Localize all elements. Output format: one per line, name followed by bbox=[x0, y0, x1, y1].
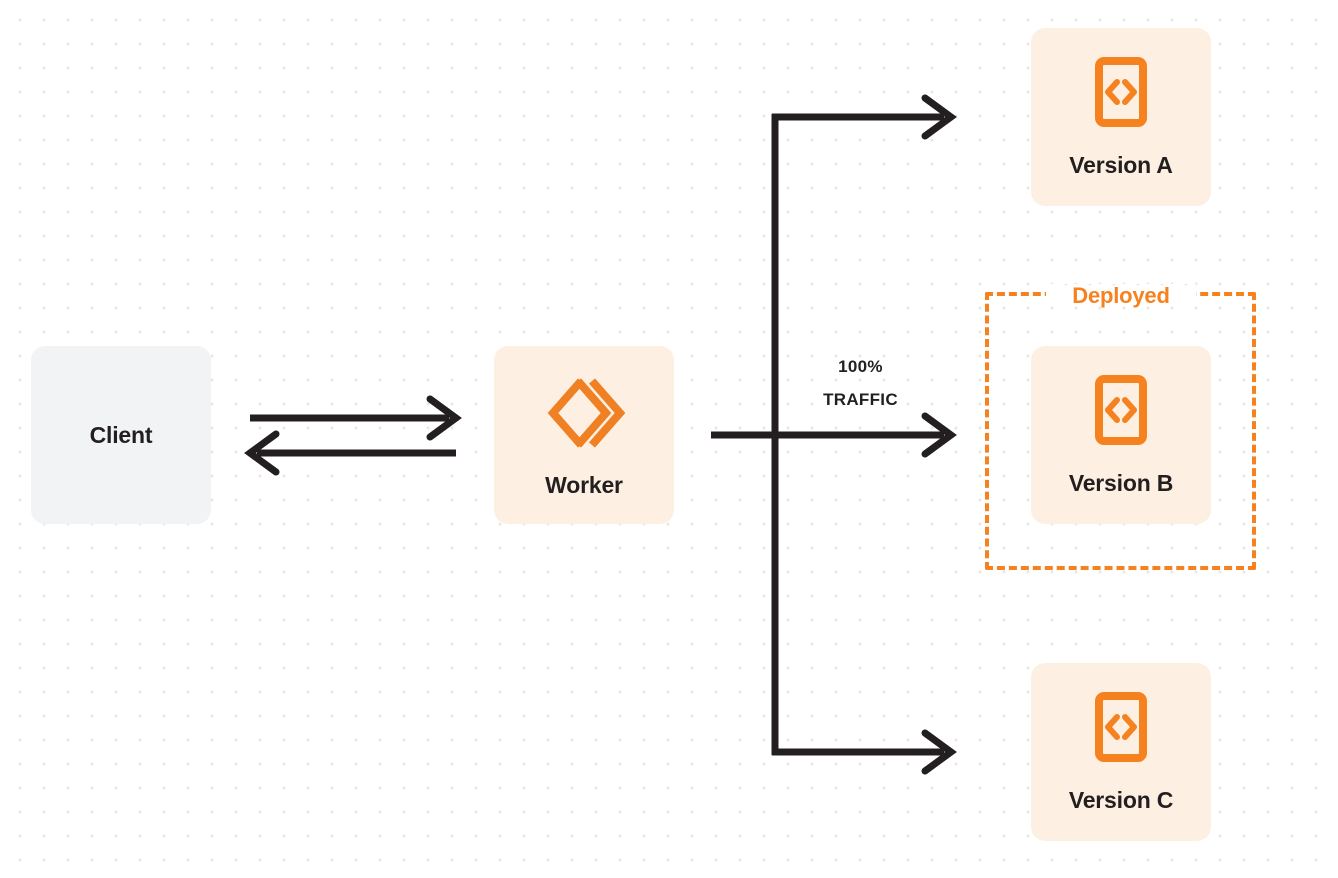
traffic-percent: 100% bbox=[838, 357, 883, 376]
node-version-a[interactable]: Version A bbox=[1031, 28, 1211, 206]
deployed-group-label: Deployed bbox=[1072, 283, 1170, 308]
node-version-c-label: Version C bbox=[1068, 787, 1174, 813]
node-version-b-label: Version B bbox=[1068, 470, 1174, 496]
edge-worker-to-client bbox=[244, 430, 456, 476]
deployed-group-frame bbox=[985, 292, 1256, 570]
traffic-caption: TRAFFIC bbox=[823, 390, 898, 409]
node-version-b[interactable]: Version B bbox=[1031, 346, 1211, 524]
node-version-c[interactable]: Version C bbox=[1031, 663, 1211, 841]
deployed-label-backdrop bbox=[1046, 284, 1196, 304]
node-client-label: Client bbox=[89, 421, 153, 448]
edge-worker-to-version-c bbox=[772, 729, 957, 775]
edge-worker-to-version-a bbox=[772, 94, 957, 140]
node-version-a-label: Version A bbox=[1069, 152, 1173, 178]
edge-worker-to-version-b bbox=[711, 412, 957, 458]
node-worker-label: Worker bbox=[545, 472, 623, 498]
cloudflare-workers-logo-icon bbox=[542, 373, 626, 458]
node-client[interactable]: Client bbox=[31, 346, 211, 524]
code-document-icon bbox=[1094, 57, 1148, 132]
edge-client-to-worker bbox=[250, 395, 462, 441]
node-worker[interactable]: Worker bbox=[494, 346, 674, 524]
code-document-icon bbox=[1094, 375, 1148, 450]
code-document-icon bbox=[1094, 692, 1148, 767]
traffic-annotation: 100% TRAFFIC bbox=[783, 350, 938, 416]
